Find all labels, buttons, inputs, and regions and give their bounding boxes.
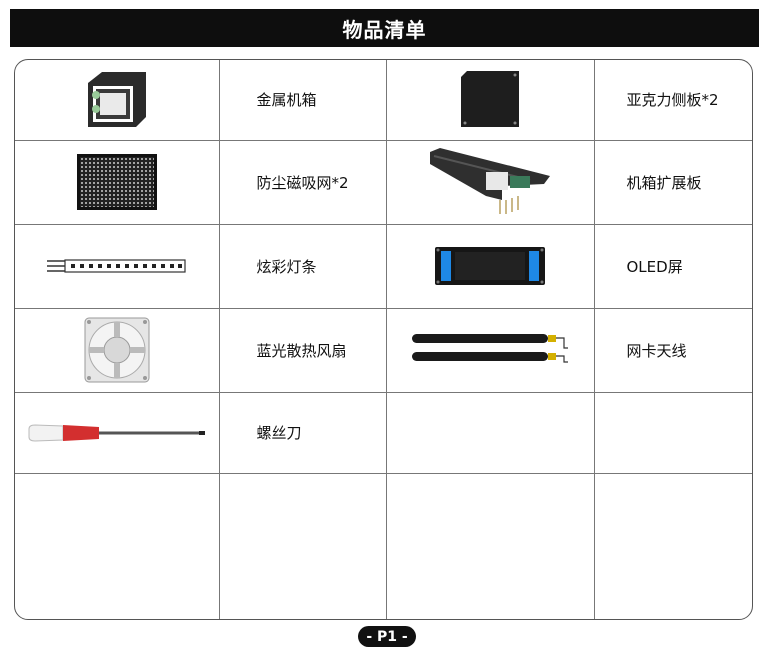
table-row: 蓝光散热风扇 网卡天线: [15, 307, 752, 393]
item-label-cell: OLED屏: [593, 223, 752, 309]
item-image-cell: [385, 139, 595, 225]
table-row: [15, 472, 752, 619]
item-image-cell: [15, 223, 220, 309]
item-label-cell: 机箱扩展板: [593, 139, 752, 225]
table-row: 炫彩灯条 OLED屏: [15, 223, 752, 309]
item-label: 机箱扩展板: [626, 173, 702, 192]
wifi-antenna-image: [412, 334, 568, 363]
item-label: 金属机箱: [256, 91, 317, 110]
item-label: 网卡天线: [626, 341, 687, 360]
expansion-board-image: [430, 148, 550, 214]
empty-cell: [385, 391, 595, 474]
empty-cell: [593, 472, 752, 619]
item-label-cell: 金属机箱: [218, 60, 387, 141]
item-label: 防尘磁吸网*2: [256, 173, 349, 192]
item-label-cell: 网卡天线: [593, 307, 752, 393]
screwdriver-image: [28, 423, 205, 442]
acrylic-panel-image: [461, 70, 519, 127]
led-strip-image: [46, 259, 186, 273]
page-number-badge: - P1 -: [358, 626, 416, 647]
metal-case-image: [87, 71, 146, 127]
item-image-cell: [15, 307, 220, 393]
item-image-cell: [385, 307, 595, 393]
item-label-cell: 螺丝刀: [218, 391, 387, 474]
empty-cell: [593, 391, 752, 474]
item-image-cell: [15, 60, 220, 141]
item-label-cell: 蓝光散热风扇: [218, 307, 387, 393]
table-row: 金属机箱 亚克力侧板*2: [15, 60, 752, 141]
item-label-cell: 炫彩灯条: [218, 223, 387, 309]
item-label: 蓝光散热风扇: [256, 341, 347, 360]
item-label: 亚克力侧板*2: [626, 91, 719, 110]
item-label-cell: 防尘磁吸网*2: [218, 139, 387, 225]
item-label: 螺丝刀: [256, 424, 302, 442]
page-number: - P1 -: [366, 628, 408, 645]
item-list-table: 金属机箱 亚克力侧板*2: [14, 59, 753, 620]
item-image-cell: [385, 60, 595, 141]
oled-screen-image: [435, 247, 545, 285]
table-row: 防尘磁吸网*2 机箱扩展板: [15, 139, 752, 225]
empty-cell: [385, 472, 595, 619]
dust-filter-image: [76, 154, 157, 210]
item-image-cell: [385, 223, 595, 309]
item-image-cell: [15, 139, 220, 225]
item-image-cell: [15, 391, 220, 474]
item-label-cell: 亚克力侧板*2: [593, 60, 752, 141]
table-row: 螺丝刀: [15, 391, 752, 474]
item-label: 炫彩灯条: [256, 257, 317, 276]
item-label: OLED屏: [626, 257, 683, 276]
empty-cell: [218, 472, 387, 619]
page-title: 物品清单: [10, 9, 759, 47]
cooling-fan-image: [84, 317, 150, 383]
page-title-text: 物品清单: [342, 17, 427, 42]
empty-cell: [15, 472, 220, 619]
